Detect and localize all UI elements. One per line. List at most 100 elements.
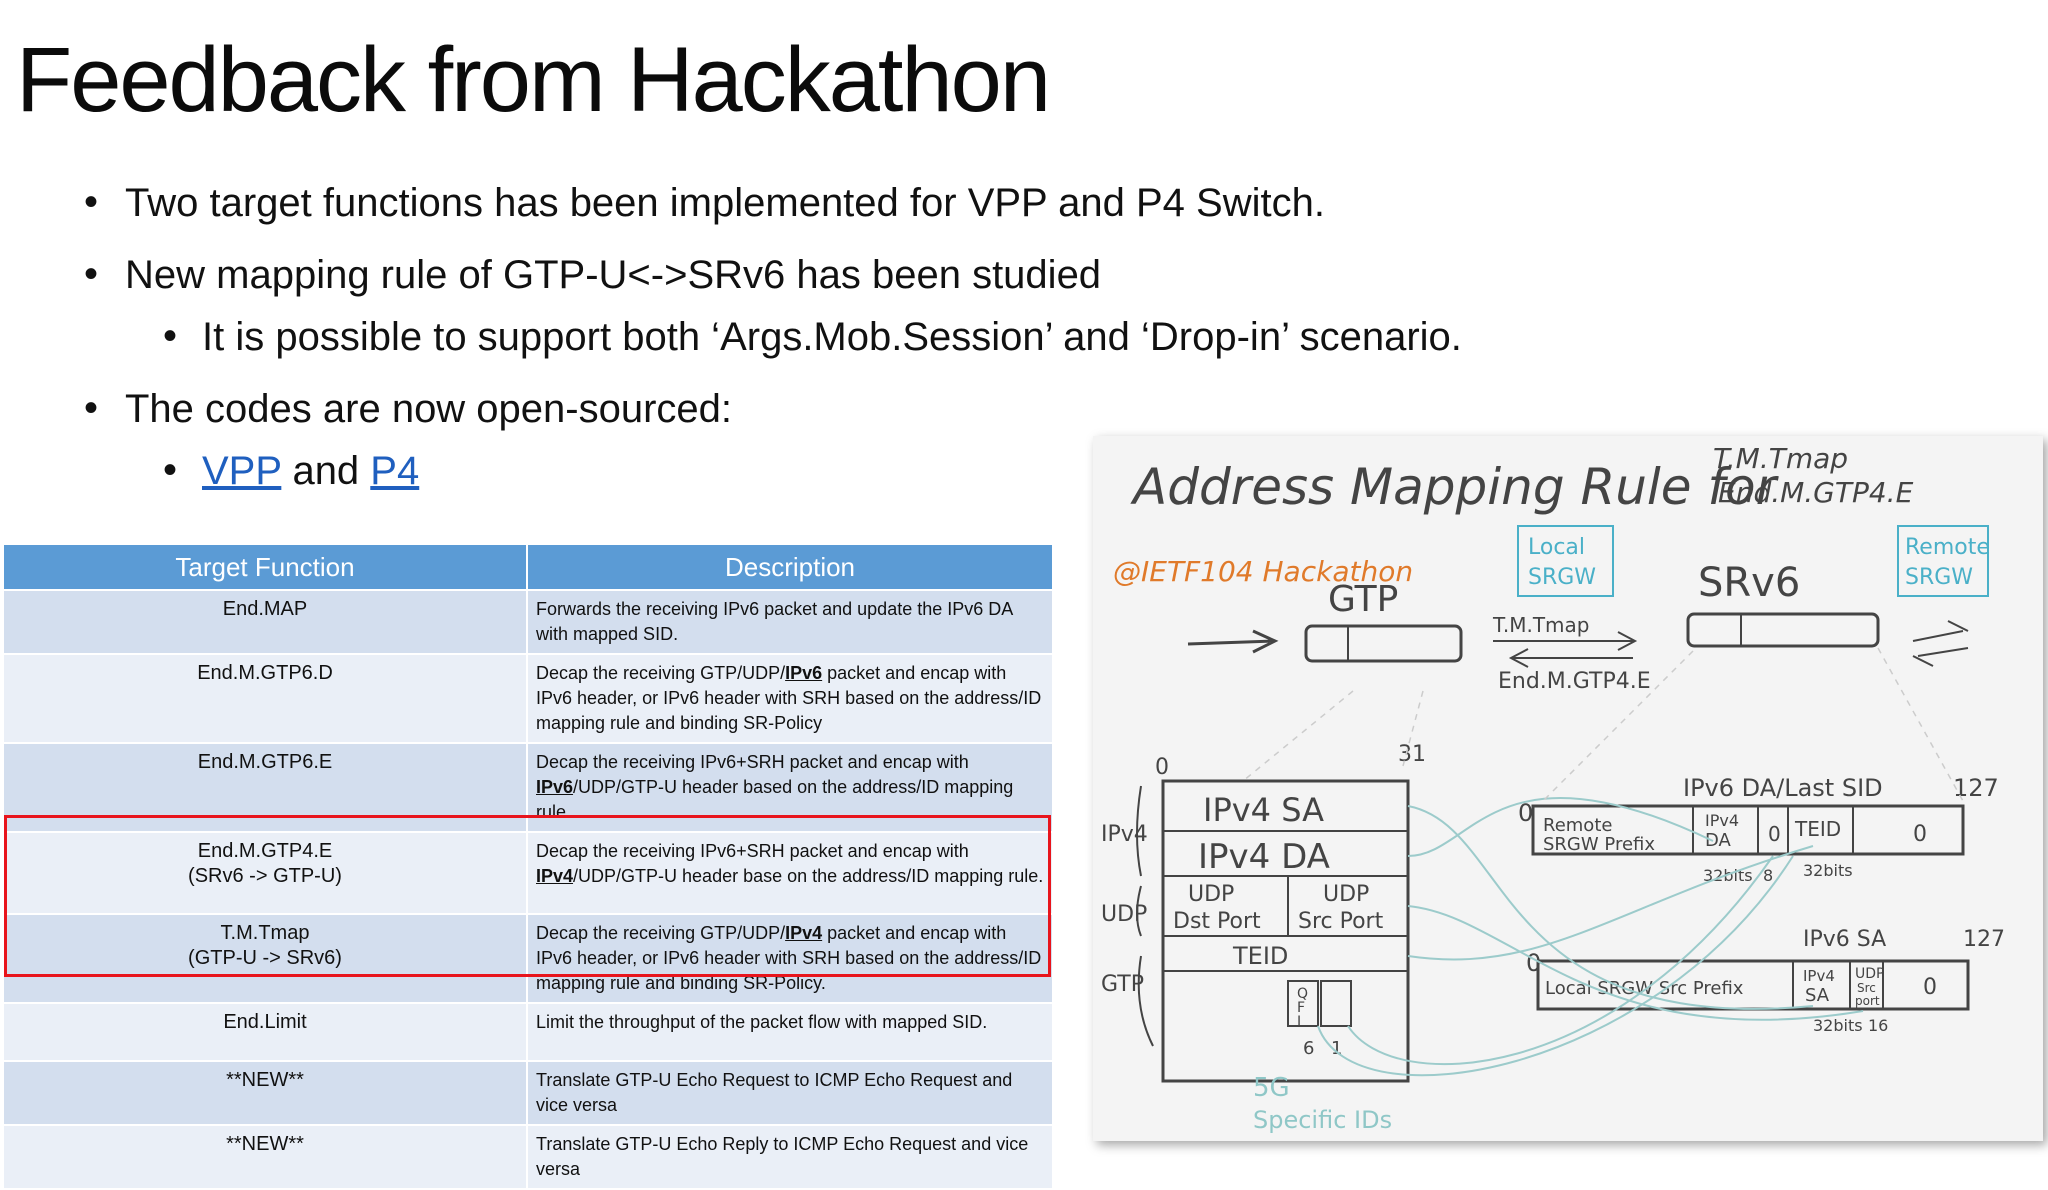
target-function-table: Target Function Description End.MAP Forw… <box>2 543 1054 1190</box>
wb-udp-cell-1: UDP <box>1855 966 1884 982</box>
wb-remote-2: SRGW <box>1905 565 1973 590</box>
wb-n0: 0 <box>1155 755 1169 780</box>
table-row: End.M.GTP4.E (SRv6 -> GTP-U) Decap the re… <box>2 831 1054 915</box>
wb-qfi-1: 1 <box>1331 1038 1342 1059</box>
wb-n127-b: 127 <box>1963 927 2005 952</box>
wb-udp-dst-1: UDP <box>1188 882 1234 907</box>
wb-32bits-b: 32bits <box>1803 861 1853 880</box>
links-and: and <box>281 449 371 493</box>
wb-lbl-gtp: GTP <box>1101 972 1144 997</box>
wb-ipv4-sa: IPv4 SA <box>1203 791 1324 829</box>
wb-remote-prefix-2: SRGW Prefix <box>1543 834 1655 855</box>
wb-da-cell-1: IPv4 <box>1705 811 1739 830</box>
wb-zero-2: 0 <box>1913 822 1927 847</box>
wb-5g-1: 5G <box>1253 1073 1290 1103</box>
function-name: End.MAP <box>222 598 308 620</box>
wb-srv6-packet <box>1686 612 1880 648</box>
wb-local-2: SRGW <box>1528 565 1596 590</box>
wb-udp-src-2: Src Port <box>1298 909 1384 934</box>
slide-title: Feedback from Hackathon <box>16 29 1051 131</box>
table-row: End.M.GTP6.E Decap the receiving IPv6+SR… <box>2 742 1054 833</box>
wb-udp-dst-2: Dst Port <box>1173 909 1261 934</box>
wb-zero-1: 0 <box>1768 822 1781 846</box>
wb-local-1: Local <box>1528 535 1585 560</box>
function-description: Limit the throughput of the packet flow … <box>526 1002 1054 1062</box>
sub-bullet-dot: • <box>163 314 178 358</box>
function-description: Decap the receiving IPv6+SRH packet and … <box>526 831 1054 915</box>
wb-qfi-q: Q <box>1297 986 1308 1002</box>
function-description: Decap the receiving IPv6+SRH packet and … <box>526 742 1054 833</box>
wb-n0-a: 0 <box>1518 799 1533 827</box>
function-name: **NEW** <box>226 1069 304 1091</box>
wb-heading-right-1: T.M.Tmap <box>1713 442 1848 475</box>
wb-remote-1: Remote <box>1905 535 1990 560</box>
sub-bullet-dot: • <box>163 448 178 492</box>
bullet-item: The codes are now open-sourced: <box>125 387 733 431</box>
wb-ipv6-da-row <box>1531 804 1965 856</box>
sub-bullet-links: VPP and P4 <box>202 447 419 495</box>
wb-udp-cell-3: port <box>1855 994 1880 1008</box>
wb-5g-2: Specific IDs <box>1253 1106 1392 1134</box>
function-name: T.M.Tmap <box>220 922 310 944</box>
wb-sa-cell-1: IPv4 <box>1803 967 1835 985</box>
wb-n31: 31 <box>1398 742 1426 767</box>
wb-endm: End.M.GTP4.E <box>1498 669 1651 694</box>
wb-ipv6-da: IPv6 DA/Last SID <box>1683 774 1883 802</box>
vpp-link[interactable]: VPP <box>202 449 282 493</box>
function-name: End.M.GTP6.E <box>197 751 333 773</box>
wb-local-prefix: Local SRGW Src Prefix <box>1545 978 1744 999</box>
wb-sa-cell-2: SA <box>1805 985 1830 1006</box>
table-row: **NEW** Translate GTP-U Echo Request to … <box>2 1060 1054 1126</box>
wb-lbl-udp: UDP <box>1101 902 1147 927</box>
wb-udp-cell-2: Src <box>1857 981 1876 995</box>
wb-16: 16 <box>1868 1016 1888 1035</box>
wb-ipv6-sa: IPv6 SA <box>1803 927 1886 952</box>
wb-heading: Address Mapping Rule for <box>1130 458 1780 516</box>
wb-hackathon: @IETF104 Hackathon <box>1113 555 1413 588</box>
wb-remote-prefix-1: Remote <box>1543 815 1612 836</box>
wb-ipv4-frame <box>1161 779 1410 1083</box>
wb-teid-cell: TEID <box>1794 817 1841 841</box>
function-subtitle: (GTP-U -> SRv6) <box>188 947 342 969</box>
wb-tmtmap: T.M.Tmap <box>1492 613 1589 637</box>
function-description: Translate GTP-U Echo Reply to ICMP Echo … <box>526 1124 1054 1190</box>
wb-gtp: GTP <box>1328 579 1398 620</box>
wb-qfi-6: 6 <box>1303 1038 1314 1059</box>
header-target-function: Target Function <box>2 543 528 591</box>
function-name: End.M.GTP6.D <box>197 662 333 684</box>
bullet-dot: • <box>84 386 99 430</box>
wb-32bits-c: 32bits <box>1813 1016 1863 1035</box>
wb-da-cell-2: DA <box>1705 830 1732 851</box>
wb-ipv4-da: IPv4 DA <box>1198 837 1330 877</box>
function-description: Forwards the receiving IPv6 packet and u… <box>526 589 1054 655</box>
whiteboard-drawing: Address Mapping Rule for T.M.Tmap End.M.… <box>1101 442 2005 1134</box>
wb-local-box <box>1517 525 1614 597</box>
wb-zero-3: 0 <box>1923 975 1937 1000</box>
wb-8: 8 <box>1763 866 1773 885</box>
function-name: End.M.GTP4.E <box>197 840 333 862</box>
function-name: End.Limit <box>223 1011 307 1033</box>
bullet-item: Two target functions has been implemente… <box>125 181 1325 225</box>
function-description: Decap the receiving GTP/UDP/IPv6 packet … <box>526 653 1054 744</box>
function-name: **NEW** <box>226 1133 304 1155</box>
wb-gtp-packet <box>1304 624 1463 663</box>
p4-link[interactable]: P4 <box>370 449 420 493</box>
table-row: End.M.GTP6.D Decap the receiving GTP/UDP… <box>2 653 1054 744</box>
function-description: Decap the receiving GTP/UDP/IPv4 packet … <box>526 913 1054 1004</box>
whiteboard-photo: Address Mapping Rule for T.M.Tmap End.M.… <box>1093 436 2043 1141</box>
bullet-dot: • <box>84 252 99 296</box>
wb-lbl-ipv4: IPv4 <box>1101 822 1148 847</box>
wb-udp-src-1: UDP <box>1323 882 1369 907</box>
wb-qfi-i: I <box>1297 1014 1301 1030</box>
sub-bullet-item: It is possible to support both ‘Args.Mob… <box>202 315 1462 359</box>
table-row: End.MAP Forwards the receiving IPv6 pack… <box>2 589 1054 655</box>
function-subtitle: (SRv6 -> GTP-U) <box>188 865 342 887</box>
table-row: **NEW** Translate GTP-U Echo Reply to IC… <box>2 1124 1054 1190</box>
wb-qfi-f: F <box>1297 1000 1305 1016</box>
function-description: Translate GTP-U Echo Request to ICMP Ech… <box>526 1060 1054 1126</box>
wb-teid: TEID <box>1232 942 1288 970</box>
bullet-item: New mapping rule of GTP-U<->SRv6 has bee… <box>125 253 1102 297</box>
bullet-dot: • <box>84 180 99 224</box>
wb-srv6: SRv6 <box>1698 560 1800 606</box>
wb-heading-right-2: End.M.GTP4.E <box>1718 476 1914 509</box>
